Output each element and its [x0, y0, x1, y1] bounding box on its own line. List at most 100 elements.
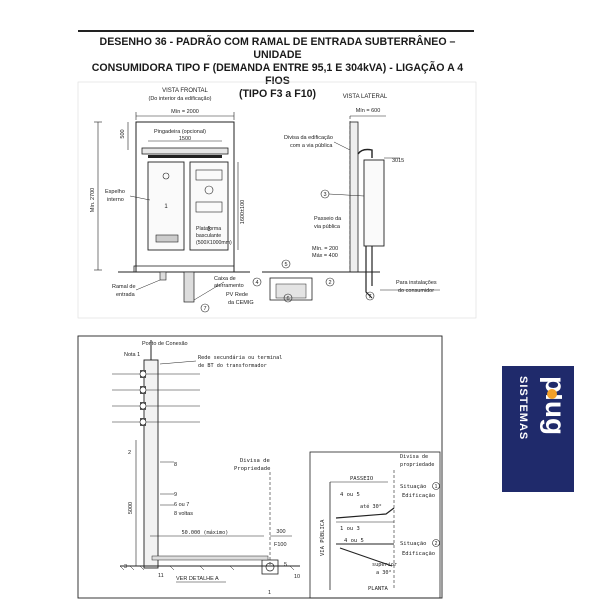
seis-ou-sete: 6 ou 7 [174, 502, 189, 508]
marker-circle-7b [365, 291, 375, 301]
marker-6: 6 [286, 296, 289, 302]
situacao-1-number: 1 [435, 484, 438, 490]
marker-b-10: 10 [294, 574, 300, 580]
rede-label-2: de BT do transformador [198, 363, 267, 369]
edificacao-2-label: Edificação [402, 551, 435, 557]
caixa-label-1: Caixa de [214, 276, 236, 282]
oito-voltas: 8 voltas [174, 511, 193, 517]
divisa-prop-r-2: propriedade [400, 462, 434, 468]
dim-3015-label: 3015 [392, 158, 404, 164]
pole [143, 359, 159, 569]
marker-3-right: 3 [323, 192, 326, 198]
caixa-interior [275, 283, 307, 299]
min-200-label: Mín. = 200 [312, 246, 338, 252]
dim-2000-label: Mín = 2000 [171, 109, 199, 115]
marker-b-8: 8 [174, 462, 177, 468]
marker-2: 2 [328, 280, 331, 286]
marker-b-2: 2 [128, 450, 131, 456]
marker-b-3: 3 [124, 564, 127, 570]
marker-circle-4 [252, 277, 262, 287]
divisa-label-2: com a via pública [290, 143, 333, 149]
caixa-label-2: aterramento [214, 283, 244, 289]
passeio-label: PASSEIO [350, 476, 373, 482]
dim-1600-label: 1600±100 [240, 200, 246, 224]
cabinet-side [363, 159, 385, 247]
breaker-box [195, 201, 223, 213]
leader-line [129, 195, 151, 201]
marker-circle-6 [283, 293, 293, 303]
ver-detalhe-label: VER DETALHE A [176, 576, 219, 582]
vista-lateral-label: VISTA LATERAL [343, 94, 388, 100]
bottom-drawing-frame [77, 335, 443, 599]
leader-line [159, 360, 197, 365]
duto [151, 555, 269, 561]
title-line-2: CONSUMIDORA TIPO F (DEMANDA ENTRE 95,1 E… [91, 62, 464, 87]
logo-right-band [562, 366, 574, 492]
marker-circle-5 [281, 259, 291, 269]
meter-circle [162, 172, 170, 180]
meter-display [195, 169, 223, 181]
situacao-2-label: Situação [400, 541, 427, 547]
top-drawing-frame [77, 81, 477, 319]
top-rule [78, 30, 474, 32]
vista-frontal-sub-label: (Do interior da edificação) [149, 96, 212, 102]
marker-b-5: 5 [284, 562, 287, 568]
para-inst-label-2: do consumidor [398, 288, 434, 294]
ponto-conexao-label: Ponto de Conexão [142, 341, 188, 347]
edificacao-1-label: Edificação [402, 493, 435, 499]
marker-b-11: 11 [158, 573, 164, 579]
leader-line [333, 141, 351, 151]
cabinet-base-left [155, 234, 179, 243]
dim-50000-label: 50.000 (máximo) [182, 529, 229, 536]
via-publica-label: VIA PÚBLICA [319, 519, 326, 556]
pv-label-2: da CEMIG [228, 300, 254, 306]
conduit-left [183, 271, 195, 303]
page-title: DESENHO 36 - PADRÃO COM RAMAL DE ENTRADA… [80, 36, 475, 101]
espelho-label-2: interno [107, 197, 124, 203]
situacao-2-number: 2 [435, 541, 438, 547]
logo-sub-text: SISTEMAS [517, 376, 529, 440]
marker-5: 5 [284, 262, 287, 268]
para-inst-label-1: Para instalações [396, 280, 437, 286]
dim-5000-label: 5000 [128, 502, 134, 514]
marker-b-1: 1 [268, 590, 271, 596]
nota1-label: Nota 1 [124, 352, 140, 358]
dim-f100-label: F100 [274, 542, 287, 548]
caixa-bottom [261, 559, 279, 575]
marker-4: 4 [255, 280, 258, 286]
route-2 [336, 543, 394, 567]
divisa-prop-label-1: Divisa de [240, 458, 270, 464]
dim-2700-label: Mín. 2700 [90, 188, 96, 212]
plug-sistemas-logo: plug SISTEMAS [502, 366, 574, 492]
detail-frame [309, 451, 441, 599]
um-ou-tres: 1 ou 3 [340, 526, 360, 532]
divisa-prop-r-1: Divisa de [400, 454, 428, 460]
caixa-circle [265, 562, 275, 572]
pingadeira-profile [357, 148, 373, 158]
espelho-label-1: Espelho [105, 189, 125, 195]
conduit-lateral [365, 246, 373, 299]
title-line-3: (TIPO F3 a F10) [238, 88, 317, 100]
insulator-stack [112, 370, 200, 426]
ramal-label-2: entrada [116, 292, 136, 298]
plataforma-label-1: Plataforma [196, 226, 221, 232]
leader-line [328, 193, 365, 197]
title-line-1: DESENHO 36 - PADRÃO COM RAMAL DE ENTRADA… [99, 36, 456, 61]
plataforma-label-2: basculante [196, 233, 221, 239]
pingadeira-edge [148, 155, 222, 158]
divisa-label-1: Divisa da edificação [284, 135, 333, 141]
dim-500-label: 500 [120, 129, 126, 138]
conduit-stub [159, 271, 167, 281]
passeio-label-2: via pública [314, 224, 341, 230]
dim-1500-label: 1500 [179, 136, 191, 142]
marker-7: 7 [203, 306, 206, 312]
meter-dial [204, 185, 214, 195]
passeio-label-1: Passeio da [314, 216, 342, 222]
caixa-passagem [269, 277, 313, 301]
situacao-1-label: Situação [400, 484, 427, 490]
situacao-1-circle [432, 482, 440, 490]
pingadeira-label: Pingadeira (opcional) [154, 129, 206, 135]
superior-30-1: superior [372, 562, 397, 568]
